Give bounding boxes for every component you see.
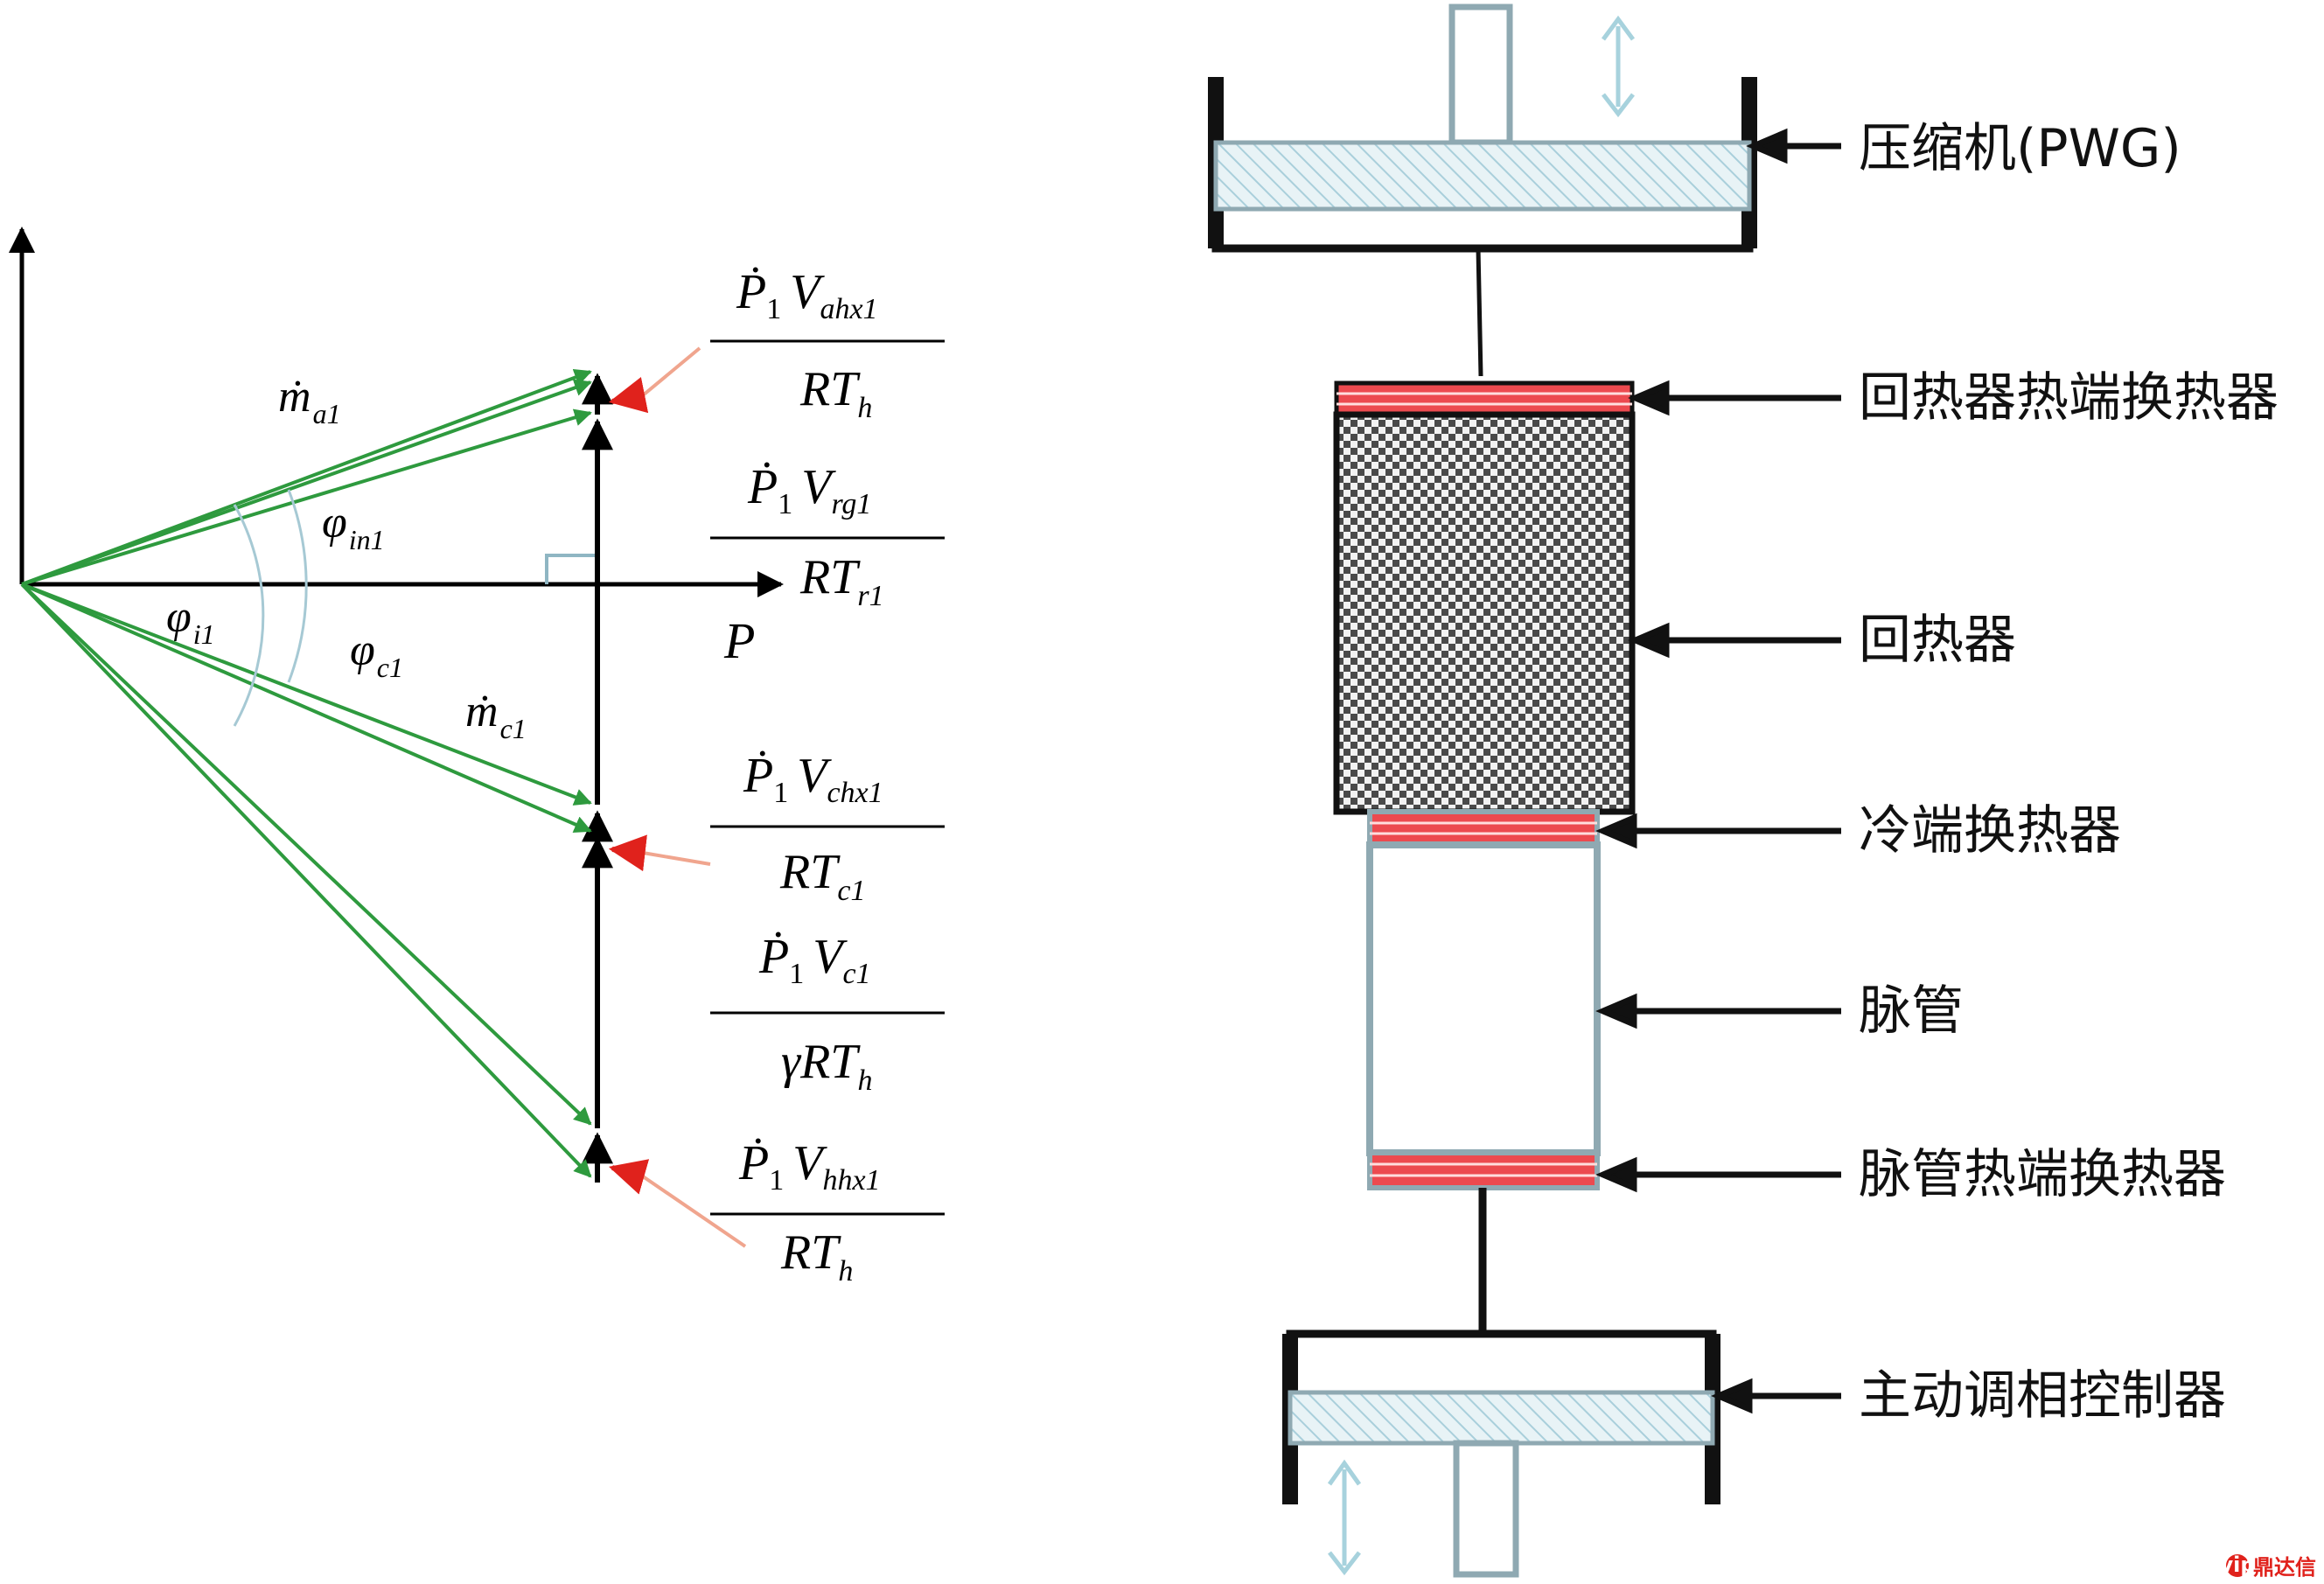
mass-flow-c1-label: ṁc1 <box>465 687 527 744</box>
red-arrows <box>608 346 747 1248</box>
p-axis-label: P <box>723 612 755 669</box>
phi-i1-label: φi1 <box>166 592 215 650</box>
compressor-connector <box>1476 248 1483 377</box>
phi-c1-label: φc1 <box>350 625 403 683</box>
compressor <box>1208 3 1757 253</box>
angle-arc-outer <box>233 504 265 727</box>
cold-hx <box>1367 809 1600 848</box>
compressor-label: 压缩机(PWG) <box>1859 118 2181 179</box>
right-angle-marker <box>545 554 597 584</box>
pulse-tube-schematic: 压缩机(PWG) 回热器热端换热器 回热器 冷端换热器 脉管 脉管热端换热器 主… <box>1208 3 2279 1578</box>
watermark-text: 鼎达信 <box>2253 1555 2316 1580</box>
svg-text:RTh: RTh <box>780 1225 853 1287</box>
pt-hot-hx-label: 脉管热端换热器 <box>1859 1144 2226 1205</box>
mass-flow-vectors <box>20 368 592 1178</box>
watermark: vip 鼎达信 <box>2219 1553 2316 1580</box>
svg-text:γRTh: γRTh <box>781 1035 872 1097</box>
phi-in1-label: φin1 <box>322 498 385 555</box>
phase-controller <box>1282 1329 1720 1578</box>
svg-text:vip: vip <box>2219 1553 2255 1577</box>
vip-badge-icon <box>2226 1554 2249 1577</box>
regen-hot-hx-label: 回热器热端换热器 <box>1859 367 2279 429</box>
pulse-tube-label: 脉管 <box>1859 980 1964 1042</box>
cold-hx-label: 冷端换热器 <box>1859 800 2121 862</box>
pulse-tube <box>1366 841 1601 1156</box>
compressor-piston-rod <box>1448 3 1513 146</box>
phase-controller-label: 主动调相控制器 <box>1859 1365 2226 1427</box>
phase-controller-motion-arrow <box>1327 1459 1362 1576</box>
phase-controller-rod <box>1453 1440 1519 1578</box>
phasor-diagram: P <box>8 227 945 1287</box>
regenerator-label: 回热器 <box>1859 610 2016 671</box>
svg-text:RTh: RTh <box>799 362 872 424</box>
svg-text:RTr1: RTr1 <box>799 550 884 612</box>
compressor-motion-arrow <box>1601 15 1636 118</box>
regen-hot-hx <box>1334 380 1635 417</box>
compressor-piston <box>1213 140 1752 212</box>
phase-controller-piston <box>1288 1390 1715 1446</box>
angle-arc-inner <box>287 489 308 683</box>
mass-flow-a1-label: ṁa1 <box>278 372 341 429</box>
regenerator <box>1333 411 1636 815</box>
svg-text:RTc1: RTc1 <box>779 845 865 907</box>
pulse-tube-hot-hx <box>1367 1150 1600 1190</box>
leader-arrows <box>1595 128 1841 1414</box>
